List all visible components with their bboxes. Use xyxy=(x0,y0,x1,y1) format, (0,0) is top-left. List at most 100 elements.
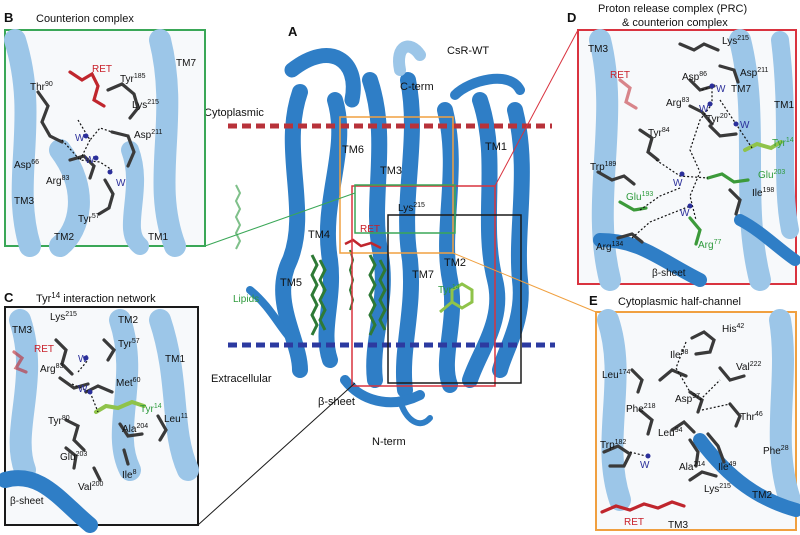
panel-d-title-line2: & counterion complex xyxy=(622,17,728,29)
panel-d-title-line1: Proton release complex (PRC) xyxy=(598,3,747,15)
panel-a-region-d-box xyxy=(351,185,496,387)
label-a-tm1: TM1 xyxy=(485,141,507,153)
panel-c-leu xyxy=(156,414,168,442)
tyr14-sidechain xyxy=(439,282,474,314)
panel-e-tm2: TM2 xyxy=(752,490,772,501)
panel-d-tyr84 xyxy=(638,128,660,162)
panel-e-leu94: Leu94 xyxy=(658,427,683,439)
panel-d-asp86 xyxy=(688,78,716,92)
panel-b-asp211 xyxy=(110,130,136,168)
label-a-tm5: TM5 xyxy=(280,277,302,289)
label-cytoplasmic: Cytoplasmic xyxy=(204,107,264,119)
panel-d-helices xyxy=(589,29,800,291)
label-a-lys: Lys215 xyxy=(398,202,425,214)
panel-e-val xyxy=(718,366,746,382)
panel-c-retinal xyxy=(12,350,28,374)
panel-e-leu174: Leu174 xyxy=(602,369,630,381)
panel-d-betasheet: β-sheet xyxy=(652,268,686,279)
panel-e-trp: Trp182 xyxy=(600,439,626,451)
panel-b-tm3: TM3 xyxy=(14,196,34,207)
panel-c-met: Met60 xyxy=(116,377,141,389)
panel-c-val: Val200 xyxy=(78,481,104,493)
panel-e: E Cytoplasmic half-channel W His42 Ile9 xyxy=(589,293,800,531)
panel-b-title: Counterion complex xyxy=(36,13,134,25)
panel-a-helices xyxy=(246,40,530,427)
label-a-tm7: TM7 xyxy=(412,269,434,281)
panel-d-w3: W xyxy=(740,120,750,131)
panel-c-lys xyxy=(54,338,74,376)
panel-d-water-1 xyxy=(709,83,715,89)
label-a-tm2: TM2 xyxy=(444,257,466,269)
panel-c-betasheet: β-sheet xyxy=(10,496,44,507)
panel-e-hbonds xyxy=(629,341,731,457)
panel-d-ile: Ile198 xyxy=(752,187,774,199)
panel-b-letter: B xyxy=(4,10,13,25)
panel-c-ile xyxy=(122,448,130,466)
panel-c-val xyxy=(92,466,102,482)
label-a-ret: RET xyxy=(360,224,380,235)
panel-b-tyr57 xyxy=(97,178,115,216)
connector-e xyxy=(452,252,597,313)
panel-c-water-2 xyxy=(87,389,93,395)
panel-e-phe218: Phe218 xyxy=(626,403,656,415)
panel-d-arg83 xyxy=(688,104,714,126)
panel-d-tm1: TM1 xyxy=(774,100,794,111)
panel-b-w3: W xyxy=(116,178,126,189)
retinal-molecule xyxy=(344,238,382,250)
panel-b-tyr185: Tyr185 xyxy=(120,73,146,85)
panel-e-lys xyxy=(688,470,718,482)
panel-e-his xyxy=(690,330,716,356)
panel-e-retinal xyxy=(600,500,686,514)
panel-e-title: Cytoplasmic half-channel xyxy=(618,296,741,308)
panel-b-thr-asp xyxy=(36,90,64,144)
panel-b-tm7: TM7 xyxy=(176,58,196,69)
lipid-molecules xyxy=(234,184,387,336)
panel-c-ile: Ile8 xyxy=(122,469,137,481)
panel-b-w2: W xyxy=(85,155,95,166)
panel-e-phe218 xyxy=(638,408,654,436)
label-extracellular: Extracellular xyxy=(211,373,272,385)
panel-b-arg xyxy=(68,154,96,180)
panel-d-water-4 xyxy=(679,171,685,177)
panel-d-asp211: Asp211 xyxy=(740,67,769,79)
panel-d-glu203: Glu203 xyxy=(758,169,785,181)
panel-d-ret: RET xyxy=(610,70,630,81)
panel-d-letter: D xyxy=(567,10,576,25)
panel-b-ret: RET xyxy=(92,64,112,75)
panel-b-asp211: Asp211 xyxy=(134,129,163,141)
label-a-tm4: TM4 xyxy=(308,229,330,241)
panel-e-ret: RET xyxy=(624,517,644,528)
panel-e-ile98 xyxy=(658,368,688,382)
panel-e-asp: Asp97 xyxy=(675,393,700,405)
label-a-tm3: TM3 xyxy=(380,165,402,177)
panel-b-hbonds xyxy=(61,119,113,171)
panel-d-tm3: TM3 xyxy=(588,44,608,55)
panel-c-arg xyxy=(58,376,90,390)
panel-b-retinal xyxy=(68,70,106,108)
panel-d-trp xyxy=(596,170,636,186)
panel-b-water-3 xyxy=(107,169,113,175)
panel-c-water-1 xyxy=(83,355,89,361)
panel-b-tm1: TM1 xyxy=(148,232,168,243)
panel-e-letter: E xyxy=(589,293,598,308)
panel-d-asp86: Asp86 xyxy=(682,71,707,83)
panel-b-tyr57: Tyr57 xyxy=(78,213,100,225)
panel-d-glu203 xyxy=(706,172,750,184)
panel-c-helices xyxy=(0,309,199,533)
panel-d-tm7: TM7 xyxy=(731,84,751,95)
panel-d-asp211 xyxy=(718,64,740,84)
panel-d-arg134 xyxy=(616,232,644,244)
panel-e-tm3: TM3 xyxy=(668,520,688,531)
panel-c-tyr80 xyxy=(64,418,86,452)
panel-e-trp xyxy=(602,444,633,468)
panel-d-glu193: Glu193 xyxy=(626,191,653,203)
panel-c-tm1: TM1 xyxy=(165,354,185,365)
panel-d-water-5 xyxy=(687,203,693,209)
panel-c: C Tyr14 interaction network W W Lys215 T… xyxy=(0,290,199,533)
panel-d-tyr84: Tyr84 xyxy=(648,127,670,139)
panel-a-region-b-box xyxy=(354,184,456,234)
panel-e-val: Val222 xyxy=(736,361,762,373)
connector-d xyxy=(494,29,579,187)
panel-c-hbonds xyxy=(71,359,99,413)
panel-d-w1: W xyxy=(716,84,726,95)
